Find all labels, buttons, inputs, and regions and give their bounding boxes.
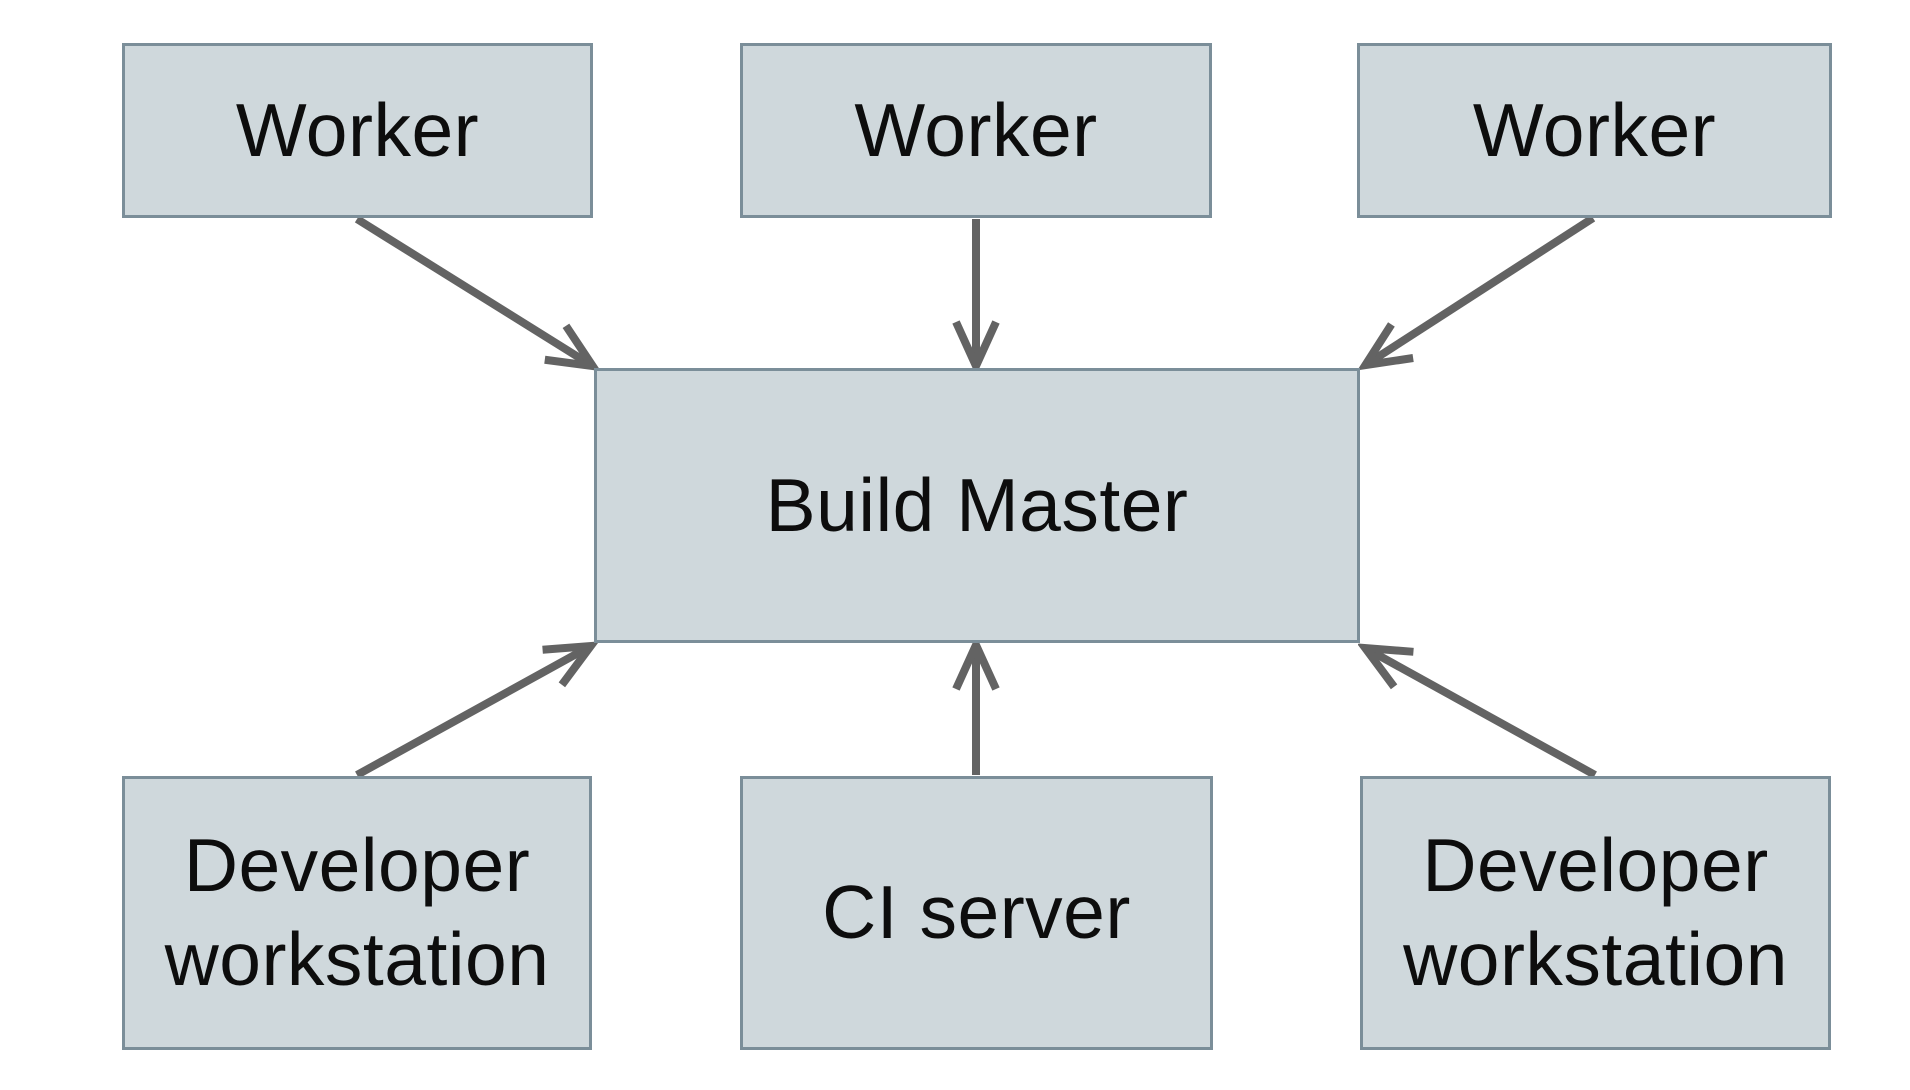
- node-label: Worker: [235, 87, 480, 172]
- node-worker-3: Worker: [1357, 43, 1832, 218]
- node-worker-2: Worker: [740, 43, 1212, 218]
- node-build-master: Build Master: [594, 368, 1360, 643]
- node-worker-1: Worker: [122, 43, 593, 218]
- node-label: Developer workstation: [164, 823, 550, 1001]
- arrow-developer-workstation-right-to-build-master: [1367, 649, 1597, 779]
- node-label: Build Master: [765, 462, 1189, 547]
- node-developer-workstation-right: Developer workstation: [1360, 776, 1831, 1050]
- arrow-developer-workstation-left-to-build-master: [355, 647, 589, 779]
- node-developer-workstation-left: Developer workstation: [122, 776, 592, 1050]
- arrow-worker-1-to-build-master: [354, 215, 591, 365]
- arrow-worker-3-to-build-master: [1367, 214, 1596, 364]
- node-label: CI server: [822, 870, 1131, 955]
- node-label: Developer workstation: [1403, 823, 1788, 1001]
- node-label: Worker: [1472, 87, 1717, 172]
- node-label: Worker: [854, 87, 1098, 172]
- node-ci-server: CI server: [740, 776, 1213, 1050]
